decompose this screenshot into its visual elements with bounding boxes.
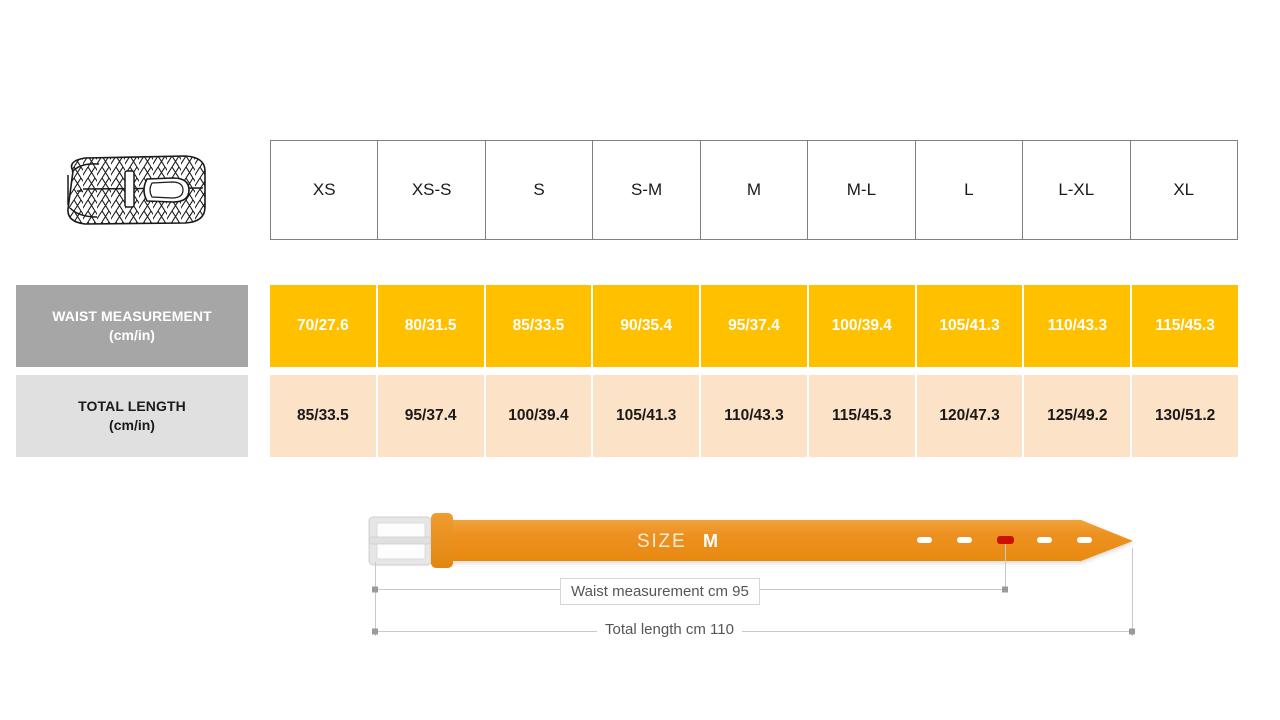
total-length-label-unit: (cm/in) — [109, 417, 155, 433]
belt-hole-1 — [957, 537, 972, 543]
size-header-cell-l: L — [914, 140, 1024, 240]
total-length-label: TOTAL LENGTH (cm/in) — [16, 375, 248, 457]
waist-value-xs-s: 80/31.5 — [377, 285, 484, 367]
size-header-cell-s: S — [484, 140, 594, 240]
waist-value-m: 95/37.4 — [701, 285, 807, 367]
size-header-cell-m: M — [699, 140, 809, 240]
length-value-m: 110/43.3 — [701, 375, 807, 457]
belt-hole-0 — [917, 537, 932, 543]
dimension-witness-lines — [375, 544, 1133, 636]
waist-measurement-values: 70/27.6 80/31.5 85/33.5 90/35.4 95/37.4 … — [270, 285, 1238, 367]
waist-measurement-row: WAIST MEASUREMENT (cm/in) 70/27.6 80/31.… — [0, 285, 1280, 367]
belt-size-prefix-label: SIZE — [637, 531, 686, 552]
size-header-cell-l-xl: L-XL — [1022, 140, 1131, 240]
belt-strap — [375, 520, 1133, 561]
size-header-cell-xl: XL — [1129, 140, 1238, 240]
size-header-cell-xs: XS — [269, 140, 379, 240]
length-value-s: 100/39.4 — [485, 375, 592, 457]
belt-hole-4 — [1077, 537, 1092, 543]
waist-value-s: 85/33.5 — [485, 285, 592, 367]
length-value-s-m: 105/41.3 — [593, 375, 700, 457]
belt-keeper-loop — [431, 513, 453, 568]
size-header-cell-m-l: M-L — [807, 140, 916, 240]
waist-dimension-label: Waist measurement cm 95 — [560, 578, 760, 605]
total-length-dimension-line — [372, 628, 1135, 635]
length-value-l: 120/47.3 — [916, 375, 1023, 457]
length-value-xl: 130/51.2 — [1132, 375, 1238, 457]
total-length-label-title: TOTAL LENGTH — [78, 398, 186, 415]
length-value-l-xl: 125/49.2 — [1024, 375, 1131, 457]
total-length-dimension-label: Total length cm 110 — [597, 619, 742, 640]
belt-measurement-diagram: SIZE M — [355, 500, 1155, 655]
total-length-values: 85/33.5 95/37.4 100/39.4 105/41.3 110/43… — [270, 375, 1238, 457]
length-value-xs-s: 95/37.4 — [377, 375, 484, 457]
size-header-table: XS XS-S S S-M M M-L L L-XL XL — [269, 140, 1238, 240]
size-header-row: XS XS-S S S-M M M-L L L-XL XL — [269, 140, 1238, 240]
belt-buckle-icon — [368, 516, 432, 566]
waist-value-s-m: 90/35.4 — [593, 285, 700, 367]
waist-measurement-label: WAIST MEASUREMENT (cm/in) — [16, 285, 248, 367]
belt-hole-3 — [1037, 537, 1052, 543]
waist-value-m-l: 100/39.4 — [808, 285, 915, 367]
waist-value-xs: 70/27.6 — [270, 285, 376, 367]
size-header-cell-xs-s: XS-S — [377, 140, 486, 240]
waist-measurement-label-title: WAIST MEASUREMENT — [52, 308, 212, 325]
braided-belt-illustration — [55, 145, 220, 235]
belt-hole-highlighted — [997, 536, 1014, 544]
total-length-row: TOTAL LENGTH (cm/in) 85/33.5 95/37.4 100… — [0, 375, 1280, 457]
length-value-m-l: 115/45.3 — [808, 375, 915, 457]
belt-size-value-label: M — [703, 531, 718, 551]
waist-value-xl: 115/45.3 — [1132, 285, 1238, 367]
belt-holes — [917, 536, 1092, 544]
waist-value-l-xl: 110/43.3 — [1024, 285, 1131, 367]
size-header-cell-s-m: S-M — [592, 140, 701, 240]
waist-measurement-label-unit: (cm/in) — [109, 327, 155, 343]
waist-value-l: 105/41.3 — [916, 285, 1023, 367]
length-value-xs: 85/33.5 — [270, 375, 376, 457]
